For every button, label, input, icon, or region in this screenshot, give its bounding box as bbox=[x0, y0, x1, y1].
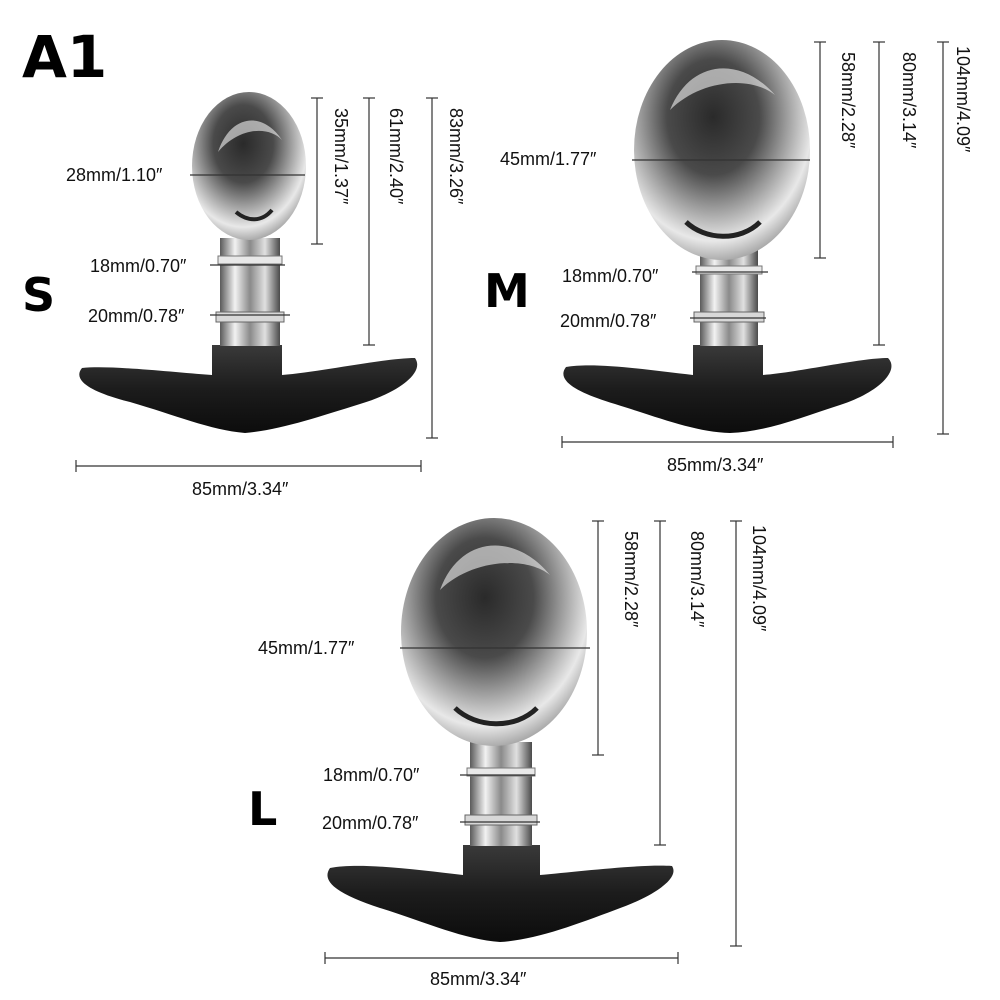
s-neck-upper: 18mm/0.70″ bbox=[90, 256, 187, 276]
l-ball-diameter: 45mm/1.77″ bbox=[258, 638, 355, 658]
l-neck-upper: 18mm/0.70″ bbox=[323, 765, 420, 785]
m-neck-upper: 18mm/0.70″ bbox=[562, 266, 659, 286]
size-label-l: L bbox=[248, 782, 278, 836]
s-base-width: 85mm/3.34″ bbox=[192, 479, 289, 499]
base-l bbox=[327, 845, 674, 942]
s-ball-diameter: 28mm/1.10″ bbox=[66, 165, 163, 185]
m-ball-height: 58mm/2.28″ bbox=[838, 52, 858, 149]
base-m bbox=[563, 345, 892, 433]
m-base-width: 85mm/3.34″ bbox=[667, 455, 764, 475]
neck-l bbox=[470, 742, 532, 846]
product-s bbox=[75, 92, 438, 472]
base-s bbox=[79, 345, 418, 433]
size-label-s: S bbox=[22, 268, 56, 322]
product-m bbox=[561, 40, 949, 448]
neck-s bbox=[220, 238, 280, 346]
m-neck-lower: 20mm/0.78″ bbox=[560, 311, 657, 331]
l-insertable-length: 80mm/3.14″ bbox=[687, 531, 707, 628]
s-total-length: 83mm/3.26″ bbox=[446, 108, 466, 205]
product-l bbox=[324, 518, 742, 964]
l-total-length: 104mm/4.09″ bbox=[749, 525, 769, 632]
m-insertable-length: 80mm/3.14″ bbox=[899, 52, 919, 149]
s-ball-height: 35mm/1.37″ bbox=[331, 108, 351, 205]
l-base-width: 85mm/3.34″ bbox=[430, 969, 527, 989]
s-insertable-length: 61mm/2.40″ bbox=[386, 108, 406, 205]
neck-m bbox=[700, 250, 758, 346]
size-label-m: M bbox=[484, 264, 530, 318]
l-neck-lower: 20mm/0.78″ bbox=[322, 813, 419, 833]
s-neck-lower: 20mm/0.78″ bbox=[88, 306, 185, 326]
m-ball-diameter: 45mm/1.77″ bbox=[500, 149, 597, 169]
model-title: A1 bbox=[22, 23, 108, 91]
l-ball-height: 58mm/2.28″ bbox=[621, 531, 641, 628]
ball-s bbox=[192, 92, 306, 240]
m-total-length: 104mm/4.09″ bbox=[953, 46, 973, 153]
